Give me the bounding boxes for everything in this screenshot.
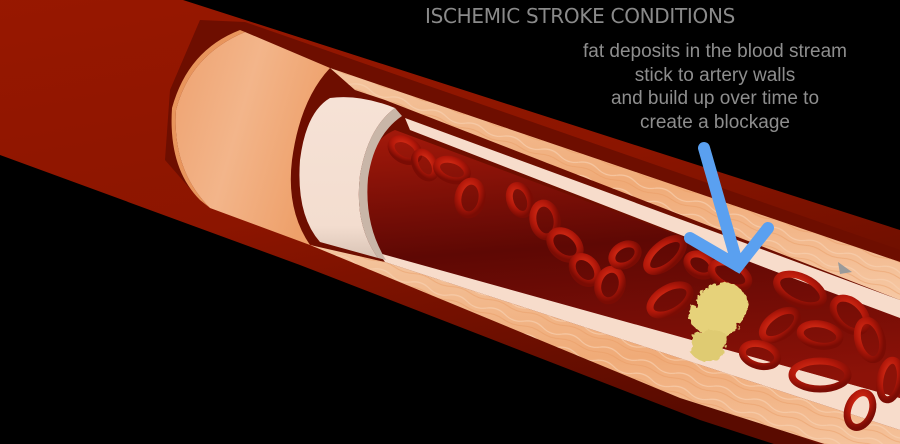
caption-line: and build up over time to <box>610 88 820 109</box>
intima-ring-inner-edge <box>358 108 402 260</box>
media-layer-bottom-texture <box>310 245 900 444</box>
red-blood-cells <box>387 135 900 431</box>
media-ring-rim <box>171 30 245 208</box>
media-ring-face <box>175 32 330 245</box>
diagram-title: ISCHEMIC STROKE CONDITIONS <box>424 4 736 28</box>
caption-line: create a blockage <box>640 111 790 133</box>
marker-triangle-icon <box>838 262 852 274</box>
caption-line: stick to artery walls <box>634 64 796 86</box>
fat-deposit-plaque <box>688 282 748 362</box>
intima-ring-face <box>299 97 395 258</box>
intima-layer-top <box>405 118 900 320</box>
pointer-arrow-icon <box>684 142 774 274</box>
diagram-caption: fat deposits in the blood stream stick t… <box>530 40 900 134</box>
caption-line: fat deposits in the blood stream <box>582 41 848 62</box>
intima-layer-bottom <box>378 252 900 430</box>
